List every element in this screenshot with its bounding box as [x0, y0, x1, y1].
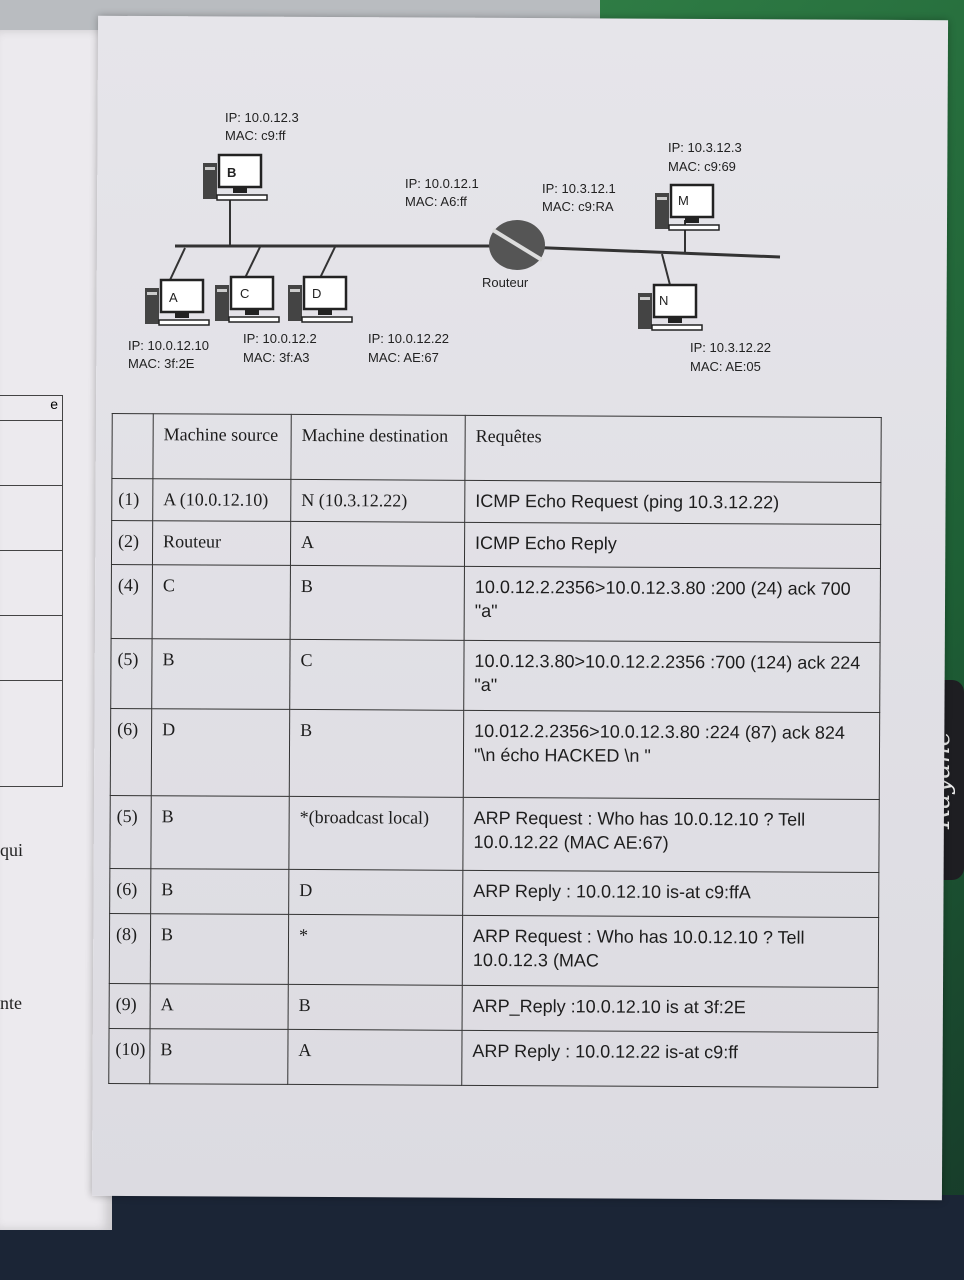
row-index: (5): [109, 795, 152, 869]
row-request: ARP_Reply :10.0.12.10 is at 3f:2E: [462, 985, 879, 1033]
row-request: 10.0.12.3.80>10.0.12.2.2356 :700 (124) a…: [463, 640, 881, 713]
row-source: B: [149, 1028, 289, 1085]
b-ip: IP: 10.0.12.3: [225, 110, 299, 125]
network-diagram: B A C D M N Routeur IP: 10.0.12.3 MAC: c…: [128, 110, 781, 374]
row-source: A (10.0.12.10): [152, 478, 291, 522]
computer-icon-n: N: [636, 283, 704, 332]
left-table-header: e: [0, 396, 62, 421]
row-destination: C: [289, 639, 465, 711]
b-mac: MAC: c9:ff: [225, 128, 286, 143]
row-request: ARP Reply : 10.0.12.22 is-at c9:ff: [461, 1030, 879, 1088]
row-destination: B: [288, 984, 463, 1031]
row-index: (1): [111, 478, 153, 521]
m-ip: IP: 10.3.12.3: [668, 140, 742, 155]
row-source: B: [150, 913, 289, 985]
row-request: 10.0.12.2.2356>10.0.12.3.80 :200 (24) ac…: [464, 566, 881, 643]
row-index: (6): [109, 868, 151, 914]
row-index: (4): [111, 564, 153, 639]
router-right-ip: IP: 10.3.12.1: [542, 181, 616, 196]
row-index: (9): [109, 983, 151, 1029]
row-source: B: [150, 868, 289, 915]
row-source: Routeur: [152, 520, 291, 566]
row-index: (5): [110, 638, 153, 709]
svg-text:D: D: [312, 286, 321, 301]
row-index: (6): [110, 708, 152, 796]
router-left-ip: IP: 10.0.12.1: [405, 176, 479, 191]
row-destination: A: [287, 1029, 463, 1086]
c-ip: IP: 10.0.12.2: [243, 331, 317, 346]
router-left-mac: MAC: A6:ff: [405, 194, 467, 209]
row-destination: *: [288, 914, 463, 986]
svg-text:N: N: [659, 293, 668, 308]
computer-icon-m: M: [653, 183, 721, 232]
row-request: ICMP Echo Request (ping 10.3.12.22): [464, 480, 881, 525]
computer-icon-d: D: [286, 275, 354, 324]
row-destination: N (10.3.12.22): [290, 479, 465, 523]
svg-text:B: B: [227, 165, 236, 180]
d-mac: MAC: AE:67: [368, 350, 439, 365]
d-ip: IP: 10.0.12.22: [368, 331, 449, 346]
row-source: A: [150, 983, 289, 1030]
header-index: [111, 413, 154, 479]
computer-icon-c: C: [213, 275, 281, 324]
svg-text:A: A: [169, 290, 178, 305]
router-label: Routeur: [482, 275, 529, 290]
m-mac: MAC: c9:69: [668, 159, 736, 174]
svg-text:C: C: [240, 286, 249, 301]
row-request: ARP Reply : 10.0.12.10 is-at c9:ffA: [462, 870, 879, 918]
row-source: B: [151, 638, 291, 710]
svg-text:M: M: [678, 193, 689, 208]
row-source: C: [152, 564, 291, 640]
table-row: (5)B*(broadcast local)ARP Request : Who …: [109, 795, 880, 873]
row-destination: B: [290, 565, 465, 641]
computer-icon-a: A: [143, 278, 211, 327]
row-destination: B: [289, 709, 464, 798]
lan-cable-right: [499, 244, 781, 259]
row-source: B: [150, 795, 290, 870]
a-ip: IP: 10.0.12.10: [128, 338, 209, 353]
table-header-row: Machine source Machine destination Requê…: [111, 413, 882, 483]
row-index: (2): [111, 520, 153, 565]
router-icon: [489, 220, 545, 270]
row-request: ARP Request : Who has 10.0.12.10 ? Tell …: [462, 915, 879, 988]
row-destination: D: [288, 869, 463, 916]
header-requests: Requêtes: [464, 415, 882, 483]
computer-icon-b: B: [201, 153, 269, 202]
row-destination: *(broadcast local): [288, 796, 464, 871]
row-source: D: [151, 708, 290, 797]
row-request: 10.012.2.2356>10.0.12.3.80 :224 (87) ack…: [463, 710, 880, 800]
table-row: (8)B*ARP Request : Who has 10.0.12.10 ? …: [109, 913, 879, 988]
n-mac: MAC: AE:05: [690, 359, 761, 374]
left-fragment-1: qui: [0, 840, 24, 860]
router-right-mac: MAC: c9:RA: [542, 199, 614, 214]
left-page-table: e: [0, 395, 63, 787]
row-request: ARP Request : Who has 10.0.12.10 ? Tell …: [462, 797, 880, 873]
c-mac: MAC: 3f:A3: [243, 350, 309, 365]
n-ip: IP: 10.3.12.22: [690, 340, 771, 355]
row-index: (10): [108, 1028, 151, 1084]
row-index: (8): [109, 913, 151, 984]
a-mac: MAC: 3f:2E: [128, 356, 195, 371]
left-fragment-2: nte: [0, 993, 22, 1013]
requests-table: Machine source Machine destination Requê…: [108, 413, 882, 1088]
desk-background: [0, 1195, 964, 1280]
row-request: ICMP Echo Reply: [464, 522, 881, 569]
header-destination: Machine destination: [290, 414, 466, 481]
row-destination: A: [290, 521, 465, 567]
header-source: Machine source: [152, 413, 292, 480]
table-row: (1)A (10.0.12.10)N (10.3.12.22)ICMP Echo…: [111, 478, 881, 525]
